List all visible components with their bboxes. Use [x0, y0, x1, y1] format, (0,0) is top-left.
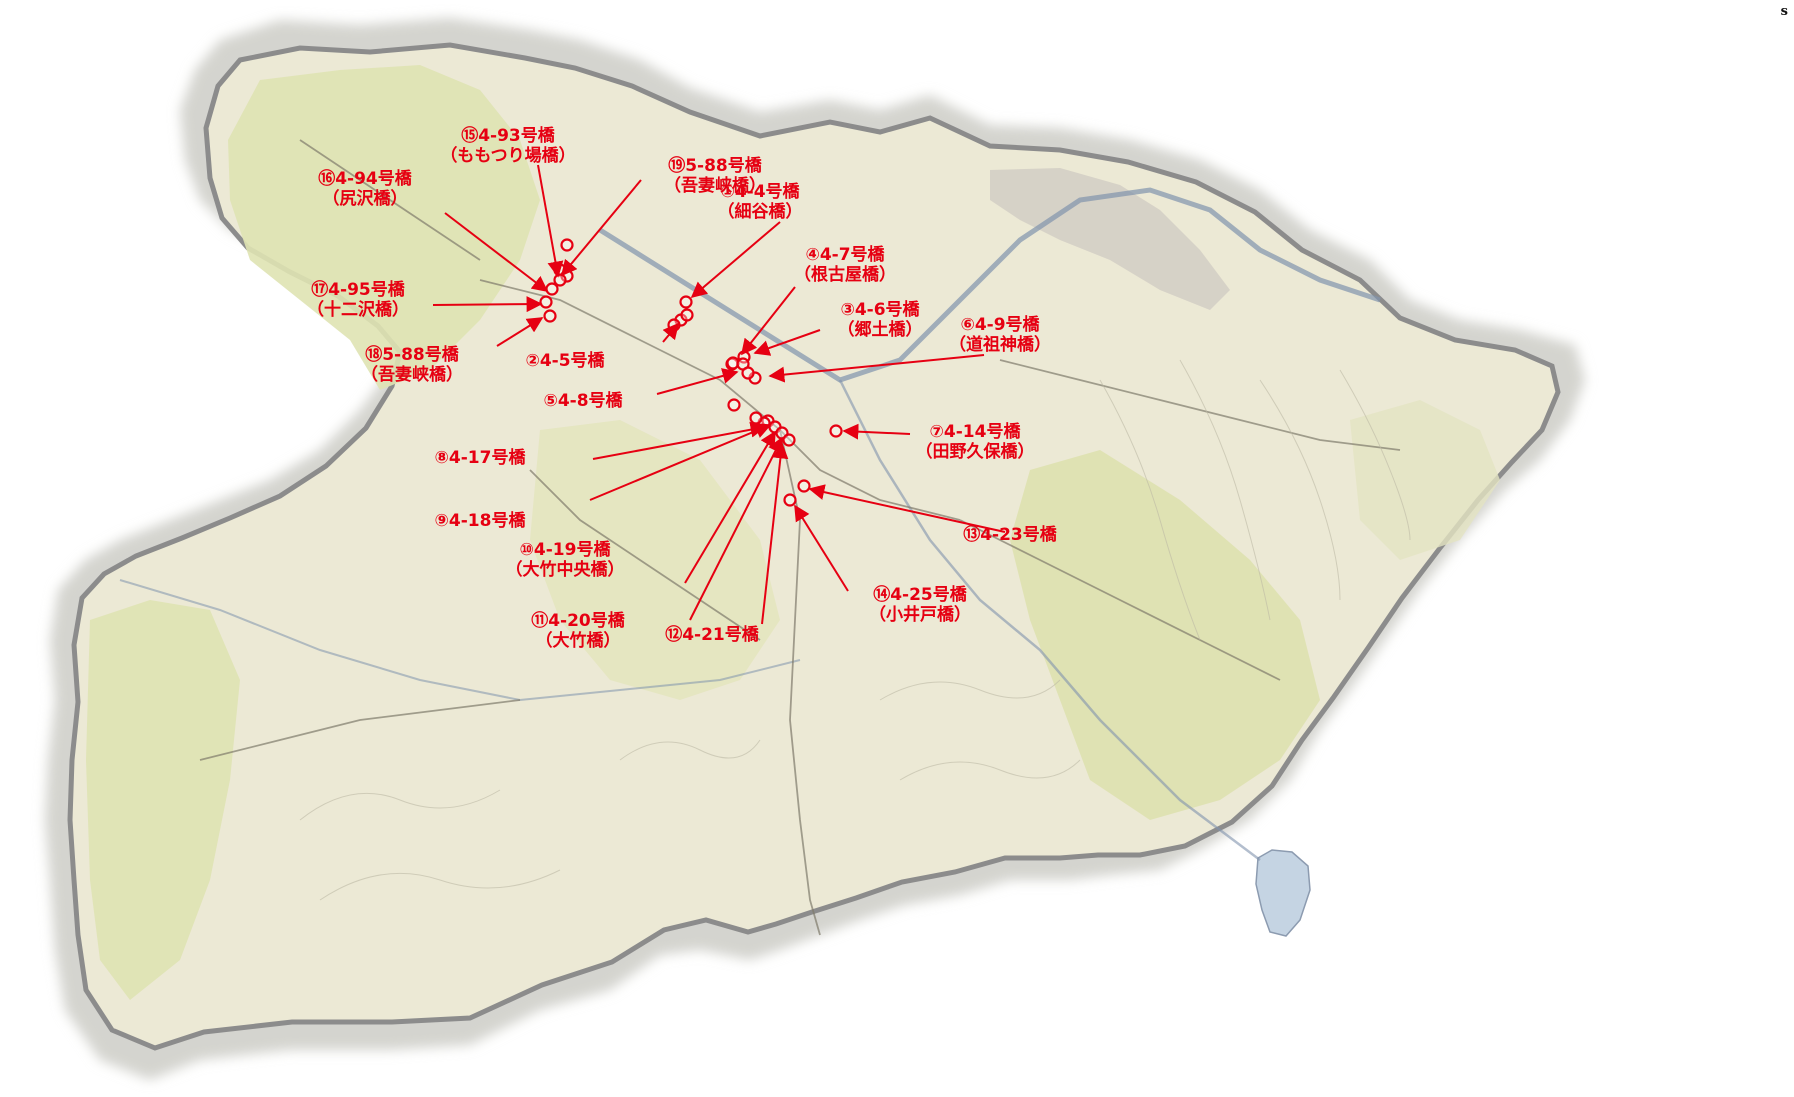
bridge-label-04: ④4-7号橋	[805, 244, 885, 265]
bridge-marker-extra-5	[741, 366, 755, 380]
bridge-marker-01	[679, 295, 693, 309]
leader-arrow-11	[689, 436, 783, 621]
leader-arrow-17	[432, 296, 543, 313]
bridge-marker-extra-3	[680, 308, 694, 322]
bridge-marker-extra-1	[553, 273, 567, 287]
bridge-name-17: （十二沢橋）	[307, 299, 409, 320]
bridge-marker-07	[829, 424, 843, 438]
bridge-label-16: ⑯4-94号橋	[318, 168, 413, 189]
leader-arrow-05	[656, 368, 739, 395]
bridge-label-01: ①4-4号橋	[720, 181, 800, 202]
bridge-name-19: （吾妻峡橋）	[664, 175, 766, 196]
bridge-marker-08	[727, 398, 741, 412]
leader-arrow-18	[496, 317, 544, 347]
bridge-marker-13	[797, 479, 811, 493]
bridge-marker-18	[543, 309, 557, 323]
bridge-label-09: ⑨4-18号橋	[435, 510, 527, 531]
bridge-name-06: （道祖神橋）	[949, 334, 1051, 355]
forest-east	[1350, 400, 1500, 560]
urban-area	[990, 168, 1230, 310]
leader-arrow-16	[444, 212, 549, 292]
bridge-marker-15	[560, 238, 574, 252]
bridge-label-08: ⑧4-17号橋	[435, 447, 527, 468]
leader-arrow-01	[690, 221, 781, 299]
bridge-marker-17	[539, 295, 553, 309]
bridge-name-07: （田野久保橋）	[916, 441, 1035, 462]
bridge-label-07: ⑦4-14号橋	[930, 421, 1022, 442]
terrain-texture	[299, 359, 1411, 901]
bridge-label-03: ③4-6号橋	[840, 299, 920, 320]
leader-arrow-08	[592, 421, 767, 460]
leader-arrow-04	[741, 286, 796, 356]
bridge-marker-14	[783, 493, 797, 507]
corner-mark: s	[1780, 4, 1788, 19]
forest-central	[530, 420, 780, 700]
bridge-name-03: （郷土橋）	[838, 319, 923, 340]
river-west	[119, 579, 801, 702]
bridge-label-10: ⑩4-19号橋	[520, 539, 612, 560]
leader-arrow-06	[768, 354, 985, 383]
bridge-name-16: （尻沢橋）	[323, 188, 408, 209]
leader-arrow-12	[761, 442, 789, 625]
bridge-label-14: ⑭4-25号橋	[873, 584, 968, 605]
leader-arrow-13	[808, 484, 1006, 533]
bridge-name-04: （根古屋橋）	[794, 264, 896, 285]
bridge-name-14: （小井戸橋）	[869, 604, 971, 625]
river-tributary	[838, 379, 1261, 861]
leader-arrow-02	[662, 322, 680, 343]
leader-arrow-09	[589, 423, 772, 501]
lake	[1255, 849, 1311, 937]
bridge-marker-extra-0	[545, 282, 559, 296]
bridge-marker-12	[782, 433, 796, 447]
bridge-marker-extra-7	[749, 411, 763, 425]
bridge-name-18: （吾妻峡橋）	[361, 364, 463, 385]
bridge-label-02: ②4-5号橋	[525, 350, 605, 371]
forest-southwest	[86, 600, 240, 1000]
bridge-name-10: （大竹中央橋）	[506, 559, 625, 580]
bridge-name-15: （ももつり場橋）	[440, 145, 575, 166]
leader-arrow-19	[560, 179, 642, 277]
forest-southeast	[1010, 450, 1320, 820]
bridge-label-11: ⑪4-20号橋	[531, 610, 626, 631]
bridge-name-11: （大竹橋）	[536, 630, 621, 651]
bridge-label-18: ⑱5-88号橋	[365, 344, 460, 365]
bridge-label-15: ⑮4-93号橋	[461, 125, 556, 146]
leader-arrow-14	[794, 504, 849, 592]
road-network	[199, 139, 1401, 936]
forest-northwest	[228, 65, 540, 390]
bridge-label-13: ⑬4-23号橋	[963, 524, 1058, 545]
bridge-label-17: ⑰4-95号橋	[311, 279, 406, 300]
leader-arrow-10	[684, 430, 776, 584]
bridge-label-19: ⑲5-88号橋	[668, 155, 763, 176]
leader-arrows	[432, 164, 1006, 625]
bridge-name-01: （細谷橋）	[718, 201, 803, 222]
leader-arrow-03	[753, 329, 821, 356]
bridge-label-12: ⑫4-21号橋	[665, 624, 760, 645]
bridge-labels: ①4-4号橋（細谷橋） ②4-5号橋 ③4-6号橋（郷土橋） ④4-7号橋（根古屋橋）…	[307, 125, 1058, 651]
bridge-label-06: ⑥4-9号橋	[960, 314, 1040, 335]
leader-arrow-07	[842, 423, 911, 440]
leader-arrow-15	[537, 164, 564, 278]
bridge-label-05: ⑤4-8号橋	[543, 390, 623, 411]
base-map	[45, 18, 1585, 1080]
